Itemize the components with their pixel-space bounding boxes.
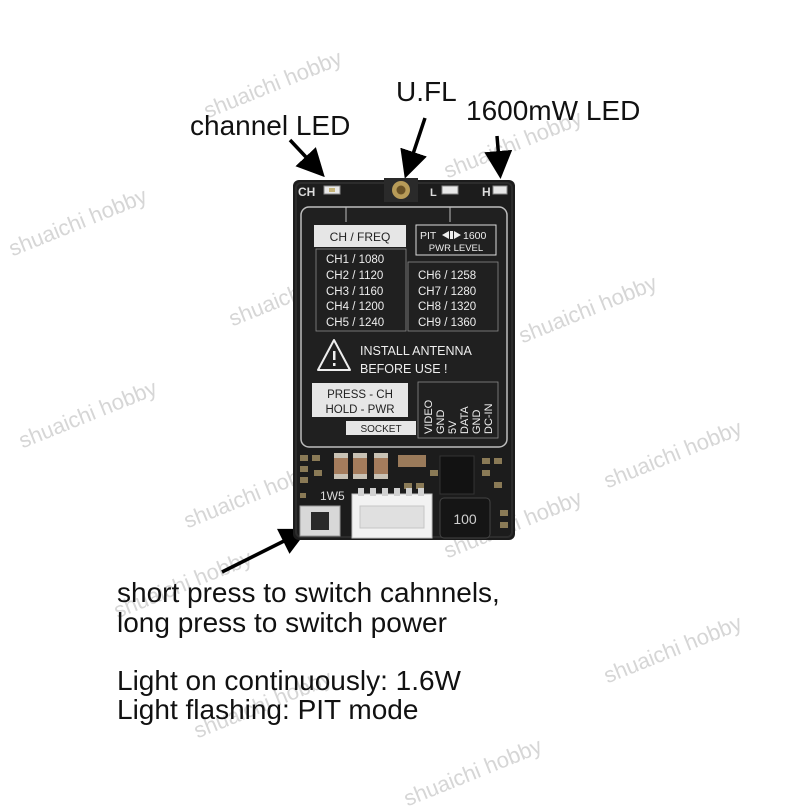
- pin-label: GND: [435, 410, 447, 435]
- channel-row: CH3 / 1160: [326, 286, 383, 298]
- power-led-callout: 1600mW LED: [466, 95, 641, 126]
- pin-label: GND: [471, 410, 483, 435]
- warning-line-1: INSTALL ANTENNA: [360, 344, 472, 358]
- channel-row: CH5 / 1240: [326, 317, 384, 329]
- pin-label: 5V: [447, 420, 459, 434]
- description-line-1: short press to switch cahnnels,: [117, 577, 500, 608]
- hold-pwr-label: HOLD - PWR: [326, 404, 395, 416]
- pin-label: VIDEO: [423, 399, 435, 434]
- pit-power-value: 1600: [463, 230, 487, 242]
- warning-line-2: BEFORE USE !: [360, 362, 448, 376]
- silk-l: L: [430, 187, 437, 199]
- power-led: [492, 185, 508, 195]
- description-line-3: Light on continuously: 1.6W: [117, 665, 461, 696]
- channel-led-callout: channel LED: [190, 110, 351, 141]
- button-arrow: [221, 528, 309, 574]
- inductor-label: 100: [453, 511, 477, 527]
- pit-label: PIT: [420, 230, 437, 242]
- press-ch-label: PRESS - CH: [327, 389, 393, 401]
- silk-1w5: 1W5: [320, 489, 345, 503]
- pwr-level-label: PWR LEVEL: [429, 243, 483, 254]
- ufl-callout: U.FL: [396, 76, 457, 107]
- channel-row: CH8 / 1320: [418, 301, 476, 313]
- channel-led-arrow: [288, 138, 325, 178]
- ufl-arrow: [400, 117, 427, 179]
- description-line-4: Light flashing: PIT mode: [117, 694, 419, 725]
- channel-row: CH1 / 1080: [326, 254, 384, 266]
- silk-h: H: [482, 185, 491, 199]
- description-line-2: long press to switch power: [117, 607, 447, 638]
- channel-row: CH6 / 1258: [418, 270, 476, 282]
- pin-label: DC-IN: [483, 403, 495, 434]
- warning-icon: [317, 339, 351, 371]
- channel-row: CH4 / 1200: [326, 301, 384, 313]
- channel-row: CH2 / 1120: [326, 270, 383, 282]
- socket-label: SOCKET: [360, 424, 401, 435]
- pin-label: DATA: [459, 406, 471, 434]
- inductor: [439, 497, 491, 539]
- channel-row: CH9 / 1360: [418, 317, 476, 329]
- power-led-arrow: [484, 135, 513, 179]
- silk-ch: CH: [298, 185, 315, 199]
- ch-freq-header: CH / FREQ: [330, 230, 391, 244]
- power-ic: [439, 455, 475, 495]
- channel-row: CH7 / 1280: [418, 286, 476, 298]
